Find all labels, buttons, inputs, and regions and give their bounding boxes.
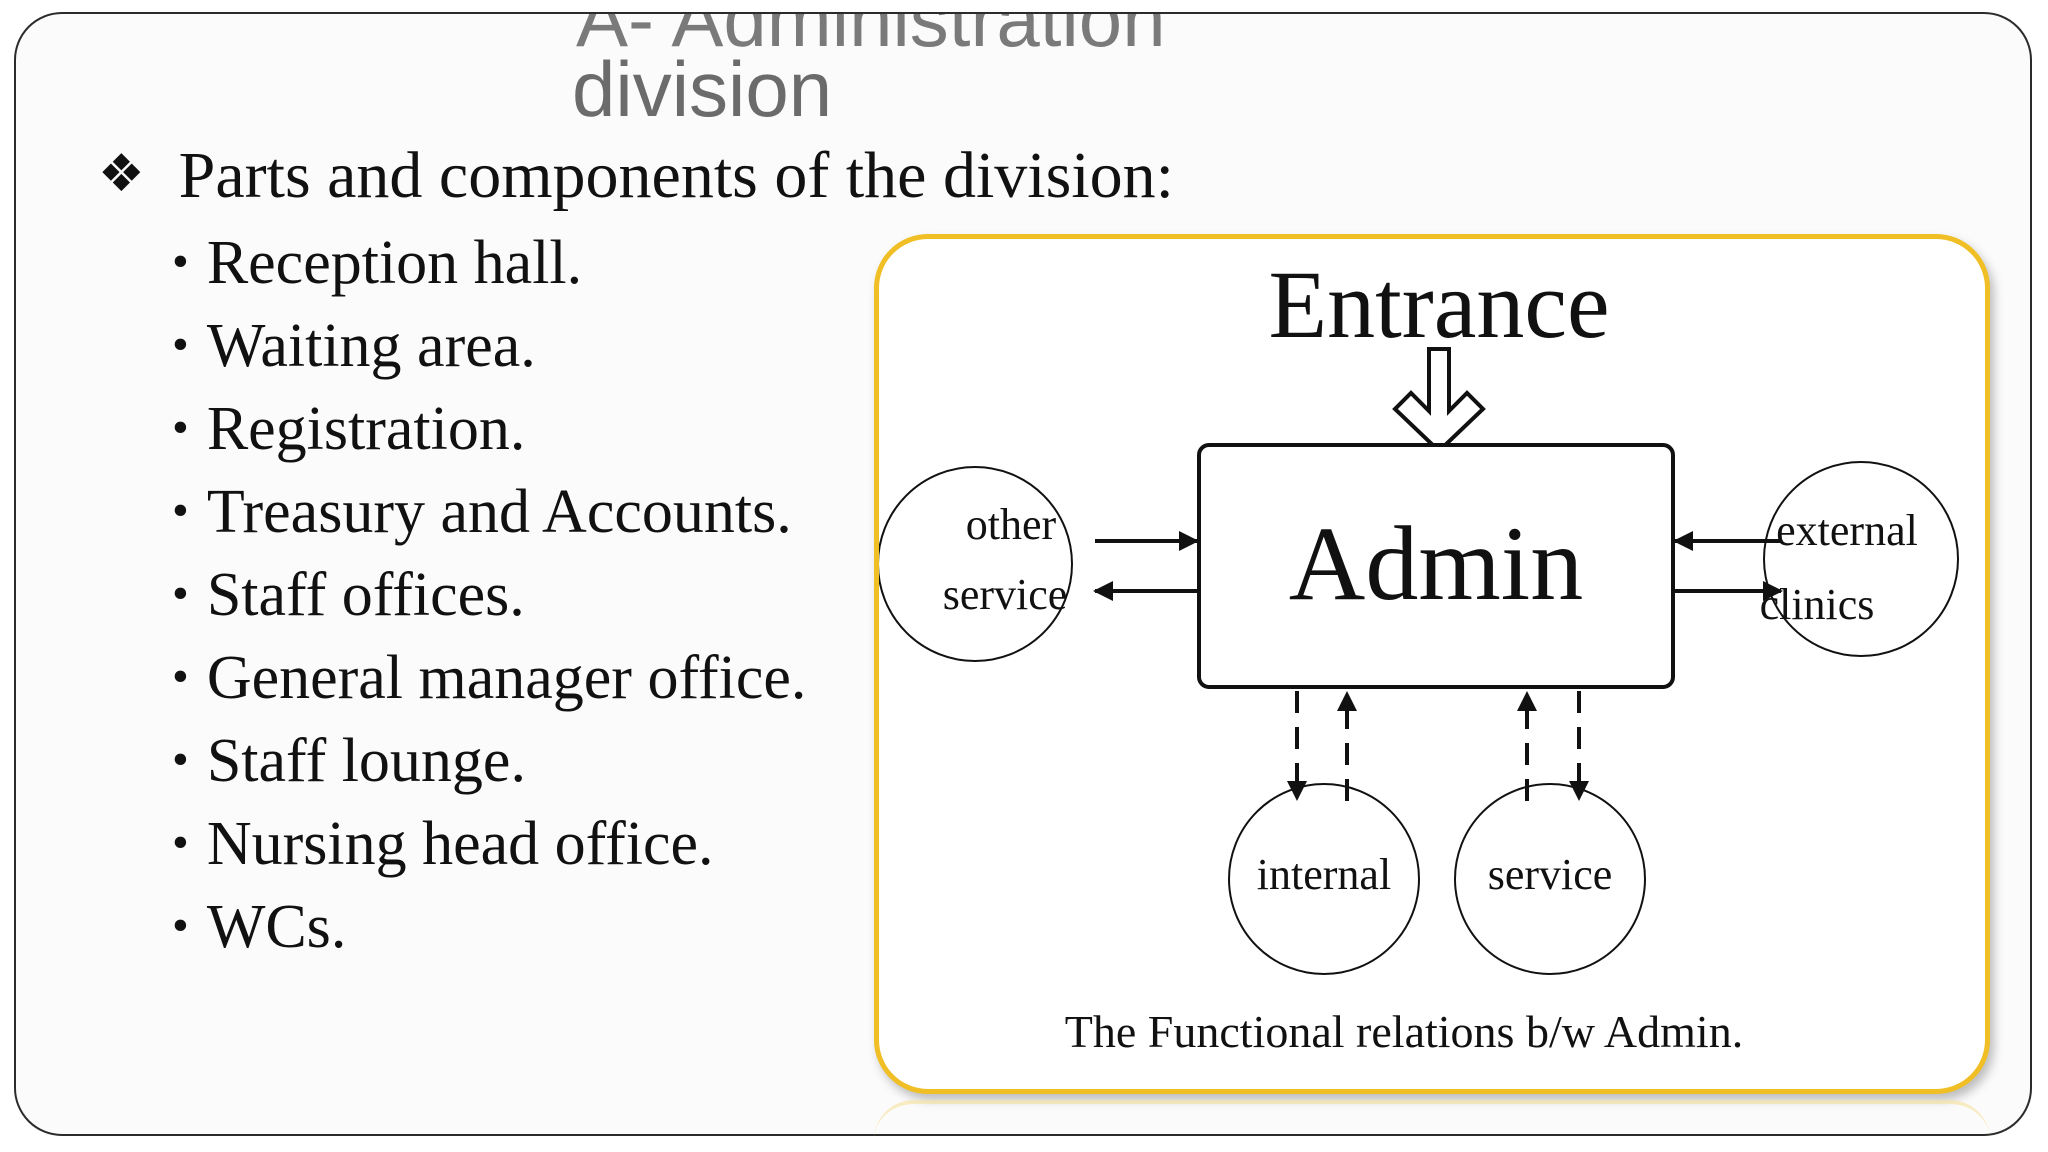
list-item-text: Staff offices. [206, 561, 525, 629]
list-item-text: Reception hall. [206, 229, 583, 297]
entrance-label: Entrance [1268, 251, 1609, 358]
main-bullet-text: Parts and components of the division: [178, 139, 1175, 212]
title-partial: A- Administration [576, 12, 1166, 63]
list-item-text: Registration. [206, 395, 526, 463]
list-item: • Treasury and Accounts. [172, 473, 806, 556]
bullet-dot-icon: • [172, 235, 189, 288]
diagram-caption: The Functional relations b/w Admin. [1065, 1006, 1743, 1057]
diagram-panel: Entrance Admin other service external cl… [874, 234, 1990, 1094]
list-item: • Reception hall. [172, 224, 806, 307]
list-item-text: WCs. [206, 893, 347, 961]
diamond-bullet-icon: ❖ [98, 144, 145, 204]
main-bullet: ❖ Parts and components of the division: [98, 138, 1174, 214]
bullet-dot-icon: • [172, 816, 189, 869]
external-clinics-circle [1763, 461, 1959, 657]
list-item: • Staff offices. [172, 556, 806, 639]
other-service-label-line1: other [966, 500, 1057, 549]
list-item-text: Staff lounge. [206, 727, 526, 795]
internal-circle [1228, 783, 1420, 975]
bullet-dot-icon: • [172, 484, 189, 537]
list-item: • Nursing head office. [172, 805, 806, 888]
admin-label: Admin [1289, 505, 1583, 622]
list-item: • General manager office. [172, 639, 806, 722]
external-clinics-label-line1: external [1776, 506, 1918, 555]
list-item-text: Waiting area. [206, 312, 536, 380]
service-circle [1454, 783, 1646, 975]
list-item-text: Treasury and Accounts. [206, 478, 792, 546]
other-service-label-line2: service [943, 570, 1068, 619]
bullet-dot-icon: • [172, 318, 189, 371]
external-clinics-label-line2: clinics [1760, 580, 1875, 629]
components-list: • Reception hall. • Waiting area. • Registr… [172, 224, 806, 971]
bullet-dot-icon: • [172, 650, 189, 703]
service-label: service [1488, 850, 1613, 899]
slide-title: division [572, 45, 833, 133]
bullet-dot-icon: • [172, 567, 189, 620]
functional-relations-diagram: Entrance Admin other service external cl… [877, 251, 1959, 1057]
list-item-text: General manager office. [206, 644, 807, 712]
bullet-dot-icon: • [172, 401, 189, 454]
list-item: • Waiting area. [172, 307, 806, 390]
list-item-text: Nursing head office. [206, 810, 714, 878]
internal-label: internal [1257, 850, 1391, 899]
list-item: • Registration. [172, 390, 806, 473]
bullet-dot-icon: • [172, 733, 189, 786]
bullet-dot-icon: • [172, 899, 189, 952]
list-item: • WCs. [172, 888, 806, 971]
list-item: • Staff lounge. [172, 722, 806, 805]
admin-box [1197, 443, 1675, 689]
other-service-circle [877, 466, 1073, 662]
panel-reflection [874, 1100, 1990, 1144]
entrance-arrow-icon [1392, 347, 1486, 454]
